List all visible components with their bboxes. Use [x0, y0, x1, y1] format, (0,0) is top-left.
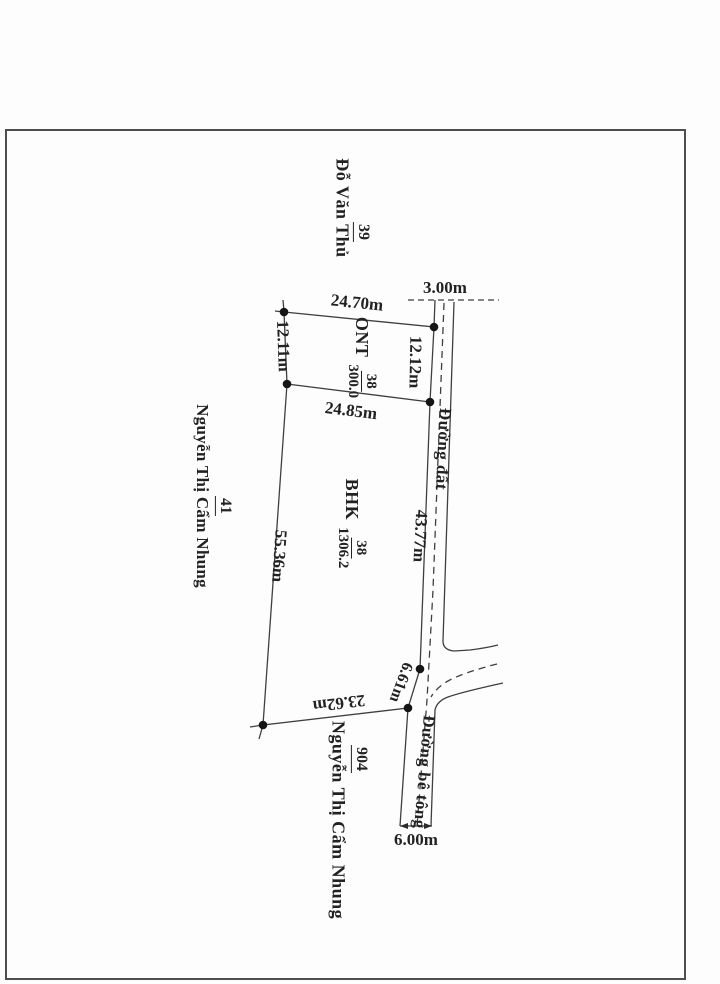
arrowhead-right: [424, 823, 432, 829]
neighbor-name-left: Nguyễn Thị Cẩm Nhung: [192, 404, 212, 588]
corner-dot: [279, 307, 289, 317]
drawing-frame: [5, 129, 686, 980]
branch-centerline-dashed: [430, 663, 498, 698]
parcel-ont-area: 300.0: [345, 364, 362, 399]
neighbor-number-top: 39: [353, 222, 372, 242]
dimension-right-upper: 12.12m: [405, 335, 426, 389]
road-edge-concrete-left: [399, 707, 409, 827]
corner-dot: [425, 397, 435, 407]
arrowhead-left: [400, 823, 408, 829]
road-edge-concrete-right: [430, 682, 504, 827]
road-width-dirt: 3.00m: [423, 278, 467, 298]
corner-dot: [403, 703, 413, 713]
parcel-ont-fraction: 38 300.0: [345, 363, 379, 399]
parcel-bhk-fraction: 38 1306.2: [335, 526, 369, 569]
corner-dot: [429, 322, 439, 332]
neighbor-name-bottom: Nguyễn Thị Cẩm Nhung: [328, 720, 349, 920]
parcel-ont-number: 38: [361, 370, 379, 392]
neighbor-name-top: Đỗ Văn Thủ: [332, 158, 353, 258]
corner-dot: [258, 720, 268, 730]
parcel-bhk-area: 1306.2: [335, 527, 352, 569]
road-width-concrete: 6.00m: [394, 830, 438, 850]
parcel-bhk-number: 38: [351, 537, 369, 559]
neighbor-number-bottom: 904: [351, 745, 370, 773]
parcel-bhk-code: BHK: [342, 478, 363, 521]
parcel-label-ont: ONT 38 300.0: [345, 317, 379, 399]
corner-dot: [282, 379, 292, 389]
parcel-label-bhk: BHK 38 1306.2: [335, 479, 369, 570]
dimension-right-long: 43.77m: [409, 509, 432, 563]
road-name-dirt: Đường đất: [431, 407, 456, 491]
road-edge-dirt-right: [442, 301, 499, 652]
parcel-boundary: [262, 311, 435, 726]
road-centerline-dashed: [416, 302, 445, 827]
dimension-left-upper: 12.11m: [273, 319, 294, 373]
parcel-divider-line: [286, 383, 431, 403]
neighbor-number-left: 41: [215, 496, 234, 516]
boundary-corner-dots: [258, 307, 439, 730]
boundary-overshoots: [249, 299, 436, 740]
dimension-left-long: 55.36m: [268, 529, 291, 583]
parcel-ont-code: ONT: [352, 316, 373, 358]
corner-dot: [415, 664, 425, 674]
